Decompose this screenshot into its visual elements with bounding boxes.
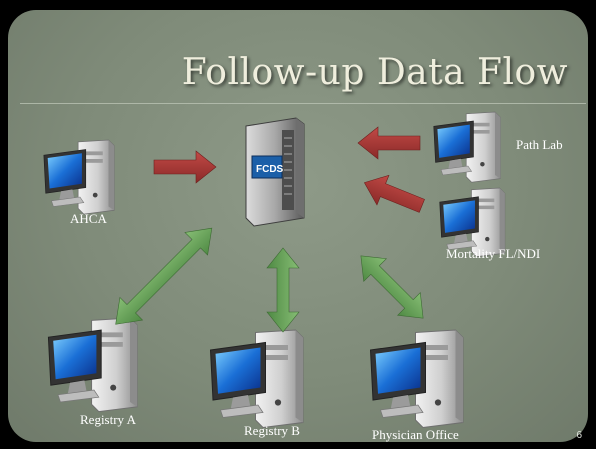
registry-b-label: Registry B bbox=[244, 423, 300, 438]
registry-a-computer-icon bbox=[47, 317, 138, 413]
registry-a-label: Registry A bbox=[80, 412, 136, 427]
fcds-label: FCDS bbox=[256, 164, 284, 175]
ahca-label: AHCA bbox=[70, 211, 107, 226]
slide-title: Follow-up Data Flow bbox=[181, 52, 568, 93]
ahca-to-server-arrow bbox=[153, 150, 217, 184]
registry-b-server-arrow bbox=[266, 247, 300, 333]
ahca-computer-icon bbox=[43, 139, 115, 215]
path-lab-label: Path Lab bbox=[516, 137, 563, 152]
physician-office-computer-icon bbox=[369, 329, 464, 429]
mortality-to-server-arrow bbox=[363, 174, 425, 213]
physician-office-label: Physician Office bbox=[372, 427, 459, 442]
physician-office-server-arrow bbox=[360, 255, 424, 319]
pathlab-to-server-arrow bbox=[357, 126, 421, 160]
mortality-label: Mortality FL/NDI bbox=[446, 246, 541, 261]
page-number: 6 bbox=[576, 430, 582, 441]
registry-a-server-arrow bbox=[115, 227, 213, 325]
path-lab-computer-icon bbox=[433, 111, 501, 183]
fcds-server-icon bbox=[245, 117, 305, 227]
title-divider bbox=[20, 103, 586, 104]
registry-b-computer-icon bbox=[209, 329, 304, 429]
